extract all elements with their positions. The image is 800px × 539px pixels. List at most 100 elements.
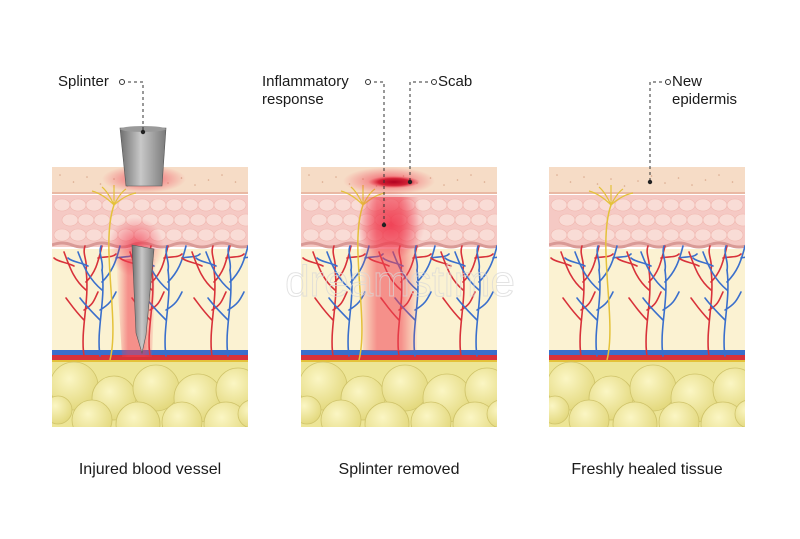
fat-cell [320,399,362,427]
dermal-cell [454,213,472,227]
blood-vessel-branch [646,291,662,311]
dermal-cell [302,198,320,212]
blood-vessel-branch [642,297,664,321]
blood-vessel-branch [98,269,104,357]
epidermis-speck [704,179,707,181]
dermal-cell [157,213,175,227]
skin-panel-3 [549,167,745,427]
dermal-cell [53,198,71,212]
splinter-leader [122,81,144,132]
dermal-cell [710,198,728,212]
dermal-cell [334,228,352,242]
nerve-ending [598,186,612,206]
dermal-cell [310,213,328,227]
caption-panel-1: Injured blood vessel [78,461,222,478]
blood-vessel-branch [167,245,187,283]
blood-vessel-branch [210,269,216,357]
blood-vessel-branch [646,245,651,271]
blood-vessel-branch [79,297,101,321]
nerve-fiber [605,204,612,361]
blood-vessel-branch [165,245,170,271]
epidermis-speck [569,181,572,183]
blood-vessel-branch [440,251,464,291]
blood-vessel-branch [574,251,600,291]
epidermis-speck [637,180,639,182]
blood-vessel-branch [205,251,231,291]
new-epidermis-leader-end [647,179,653,185]
dermal-cell [478,228,496,242]
blood-vessel-branch [460,291,476,311]
dermal-cell [702,213,720,227]
blood-vessel-branch [664,245,684,283]
dermal-cell [582,228,600,242]
nerve-ending [91,190,115,206]
dermal-cell [686,213,704,227]
blood-vessel-branch [662,291,680,311]
epidermis-speck [483,181,486,183]
nerve-ending [610,188,624,206]
fat-cell [612,401,658,427]
blood-vessel-branch [193,297,213,321]
blood-vessel-branch [580,291,596,311]
artery-main [549,355,745,360]
blood-vessel-branch [596,291,614,311]
nerve-ending [101,186,115,206]
blood-vessel-branch [316,257,338,267]
blood-vessel-branch [191,251,215,291]
dermal-cell [342,213,360,227]
epidermis-speck [221,174,223,176]
epidermis-speck [691,184,693,186]
blood-vessel-branch [229,245,248,283]
inflammatory-leader-end [381,222,387,228]
dermal-cell [646,228,664,242]
dermal-cell [149,198,167,212]
blood-vessel-branch [347,269,353,357]
splinter-leader-start [119,79,125,85]
dermal-cell [670,213,688,227]
blood-vessel-branch [207,297,229,321]
blood-vessel-branch [181,257,203,267]
blood-vessel-branch [598,245,618,283]
dermal-cell [117,198,135,212]
fat-cell [410,401,452,427]
epidermis-speck [321,181,324,183]
blood-vessel-branch [704,297,726,321]
fat-cell [364,401,410,427]
dermal-cell [630,198,648,212]
blood-vessel-branch [332,291,348,311]
dermal-cell [85,228,103,242]
epidermis-speck [718,174,720,176]
dermal-cell [189,213,207,227]
blood-vessel-branch [707,269,713,357]
blood-vessel-branch [640,251,666,291]
epidermis-speck [610,178,612,180]
inflammatory-leader-start [365,79,371,85]
dermal-cell [229,198,247,212]
dermal-cell [422,213,440,227]
dermal-cell [69,198,87,212]
caption-panel-2: Splinter removed [338,461,460,478]
epidermis-speck [443,184,445,186]
blood-vessel-branch [211,245,216,271]
splinter [119,127,167,187]
blood-vessel-branch [459,269,465,357]
dermal-cell [558,213,576,227]
fat-cell [71,399,113,427]
dermal-cell [213,228,231,242]
blood-vessel-branch [708,291,724,311]
blood-vessel-branch [562,297,582,321]
splinter-label: Splinter [58,73,109,90]
new-epidermis-leader [649,81,668,182]
new-epidermis-leader-start [665,79,671,85]
blood-vessel-branch [564,257,586,267]
blood-vessel-branch [723,269,729,357]
epidermis-speck [86,176,88,178]
blood-vessel-branch [690,297,710,321]
new-epidermis-label-line2: epidermis [672,91,738,108]
fat-cell [161,401,203,427]
blood-vessel-branch [430,257,452,267]
dermal-cell [237,213,248,227]
blood-vessel-branch [478,245,497,283]
fat-cell [52,395,73,425]
blood-vessel-branch [312,251,336,291]
